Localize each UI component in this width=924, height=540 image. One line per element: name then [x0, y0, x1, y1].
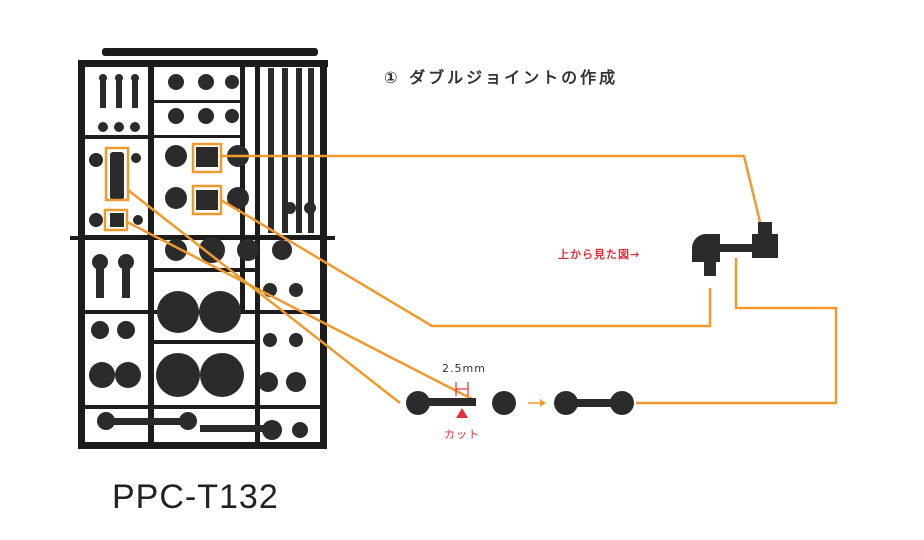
model-number: PPC-T132: [112, 478, 279, 516]
leader-lines: [126, 154, 838, 405]
cut-label: カット: [444, 428, 480, 441]
highlight-box-joint-a: [191, 142, 223, 174]
cut-diagram: [406, 382, 634, 418]
leader-line-joint-a: [221, 154, 762, 223]
top-view-assembly: [692, 222, 778, 276]
dimension-label: 2.5mm: [442, 362, 486, 375]
leader-line-small-part: [126, 220, 475, 402]
page-title: ① ダブルジョイントの作成: [384, 68, 619, 87]
leader-line-assembled: [636, 258, 838, 405]
cut-arrow-icon: [456, 408, 468, 418]
top-view-label: 上から見た図→: [558, 248, 641, 261]
leader-line-long-part: [127, 189, 401, 404]
leader-line-joint-b: [220, 198, 712, 328]
highlight-box-small-part: [103, 208, 129, 232]
sprue-parts: [89, 74, 316, 397]
arrow-right-icon: [540, 399, 546, 407]
highlight-box-long-part: [104, 146, 130, 202]
